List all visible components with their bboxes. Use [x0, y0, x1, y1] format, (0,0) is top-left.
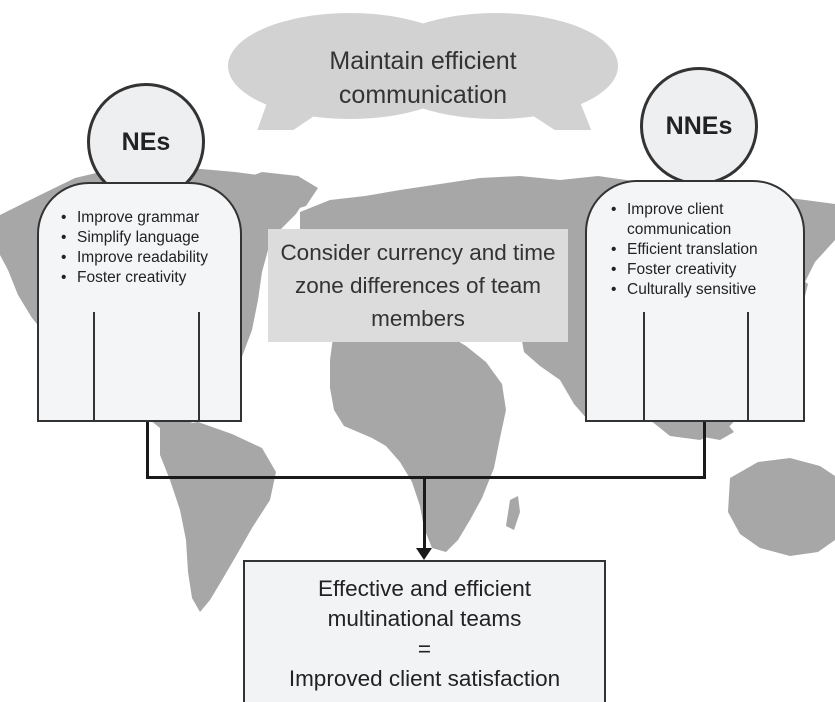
arrow-down-icon: [416, 548, 432, 560]
nes-label: NEs: [121, 127, 171, 156]
map-australia: [728, 458, 835, 556]
connector-horizontal: [146, 476, 706, 479]
nnes-item: Efficient translation: [607, 240, 792, 260]
nes-head: NEs: [87, 83, 205, 201]
connector-down: [423, 476, 426, 550]
nes-item: Improve grammar: [57, 208, 240, 228]
nnes-item: Foster creativity: [607, 260, 792, 280]
map-south-america: [160, 422, 276, 612]
nes-list: Improve grammar Simplify language Improv…: [57, 208, 240, 288]
nes-leg-left: [93, 312, 95, 422]
speech-bubble: [228, 13, 618, 130]
map-africa: [330, 322, 506, 552]
center-note-box: Consider currency and time zone differen…: [268, 229, 568, 342]
map-madagascar: [506, 496, 520, 530]
connector-right-vertical: [703, 422, 706, 478]
center-note-text: Consider currency and time zone differen…: [280, 240, 556, 331]
nes-item: Improve readability: [57, 248, 240, 268]
nnes-item: Improve client communication: [607, 200, 792, 240]
outcome-line-4: Improved client satisfaction: [288, 666, 561, 691]
nes-leg-right: [198, 312, 200, 422]
nes-body: Improve grammar Simplify language Improv…: [37, 182, 242, 422]
bubble-text-line-1: Maintain efficient: [329, 47, 517, 75]
outcome-line-3: =: [417, 636, 432, 661]
nnes-head: NNEs: [640, 67, 758, 185]
nes-item: Simplify language: [57, 228, 240, 248]
nnes-leg-right: [747, 312, 749, 422]
outcome-line-1: Effective and efficient: [317, 576, 532, 601]
nnes-label: NNEs: [665, 111, 733, 140]
connector-left-vertical: [146, 422, 149, 478]
bubble-text-line-2: communication: [338, 81, 508, 109]
bubble-text: Maintain efficient communication: [228, 44, 618, 112]
nnes-list: Improve client communication Efficient t…: [607, 200, 792, 300]
nes-item: Foster creativity: [57, 268, 240, 288]
outcome-box: Effective and efficient multinational te…: [243, 560, 606, 702]
nnes-item: Culturally sensitive: [607, 280, 792, 300]
nnes-body: Improve client communication Efficient t…: [585, 180, 805, 422]
map-greenland: [228, 172, 318, 214]
nnes-leg-left: [643, 312, 645, 422]
outcome-line-2: multinational teams: [327, 606, 522, 631]
